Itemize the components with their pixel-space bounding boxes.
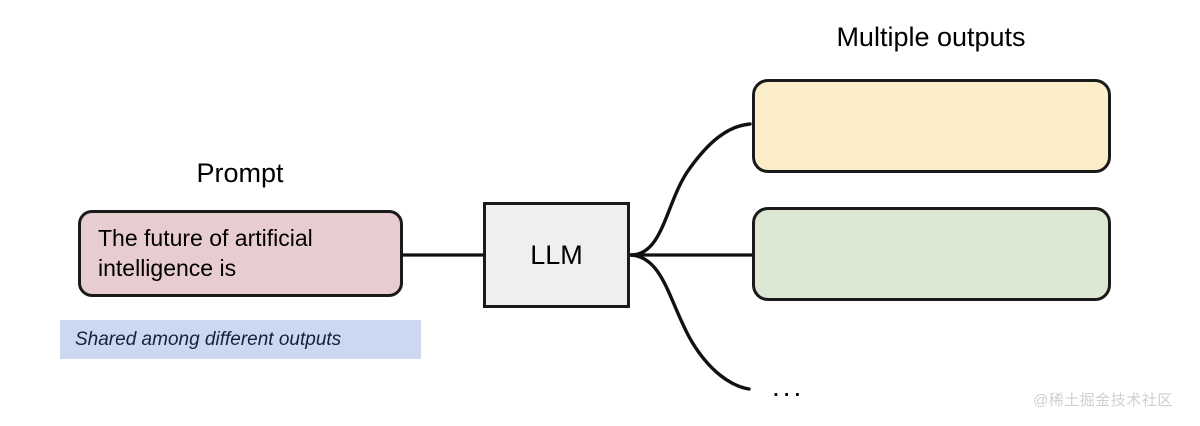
more-outputs-ellipsis: ... bbox=[772, 371, 805, 402]
output-box-2 bbox=[752, 207, 1111, 301]
llm-label: LLM bbox=[530, 239, 583, 270]
shared-note-box: Shared among different outputs bbox=[60, 320, 421, 359]
prompt-box: The future of artificial intelligence is bbox=[78, 210, 403, 297]
prompt-text: The future of artificial intelligence is bbox=[98, 225, 313, 281]
llm-box: LLM bbox=[483, 202, 630, 308]
outputs-title: Multiple outputs bbox=[836, 22, 1026, 52]
prompt-title: Prompt bbox=[196, 158, 284, 188]
connector-llm-to-more-outputs bbox=[629, 253, 751, 391]
output-box-1 bbox=[752, 79, 1111, 173]
connector-llm-to-output-1 bbox=[629, 122, 752, 257]
watermark: @稀土掘金技术社区 bbox=[1033, 392, 1173, 409]
shared-note-text: Shared among different outputs bbox=[75, 328, 342, 350]
